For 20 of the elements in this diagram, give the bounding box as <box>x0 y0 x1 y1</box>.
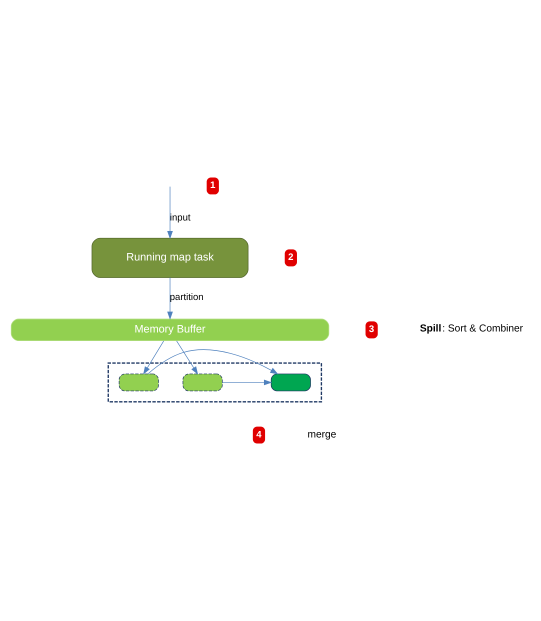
label: 4 <box>256 429 262 440</box>
node-box: Memory Buffer <box>10 318 330 342</box>
label: 3 <box>368 324 374 336</box>
node-box <box>118 374 159 392</box>
label: merge <box>307 429 336 440</box>
arrow <box>143 340 164 375</box>
arrow <box>167 277 173 320</box>
arrow <box>222 380 272 386</box>
edge-label: input <box>170 212 191 224</box>
label: 1 <box>210 180 216 192</box>
label: 2 <box>288 252 294 264</box>
label: Spill: Sort & Combiner <box>420 324 524 335</box>
node-box: Running map task <box>92 238 248 278</box>
cluster <box>108 362 322 402</box>
arrow <box>167 186 173 240</box>
node-box <box>182 374 223 392</box>
arrow <box>176 340 198 375</box>
node-box <box>270 374 311 392</box>
arrow <box>148 349 278 374</box>
edge-label: partition <box>170 292 204 304</box>
